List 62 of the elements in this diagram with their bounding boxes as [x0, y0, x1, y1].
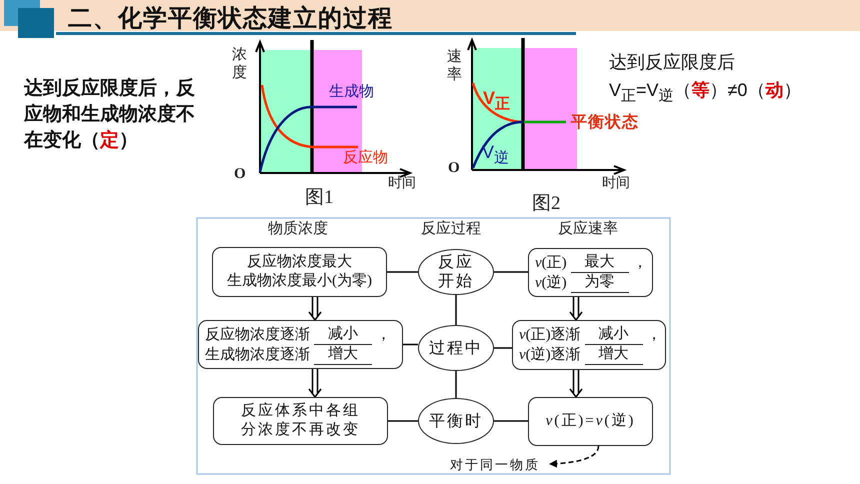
- box-text: ，: [632, 254, 648, 272]
- connector-line: [494, 271, 528, 273]
- axis-label: 时间: [388, 174, 416, 192]
- curve-label: V$_{正}$: [483, 88, 510, 114]
- curve-label: 生成物: [329, 82, 374, 101]
- formula-text: V$_{正}$=V$_{逆}$（等）≠0（动）: [609, 79, 802, 106]
- filled-blank: 减小: [314, 324, 372, 344]
- filled-blank: 为零: [570, 272, 629, 292]
- figure-caption: 图2: [532, 192, 560, 216]
- box-text: 过程中: [429, 338, 483, 358]
- note-text: 达到反应限度后，反应物和生成物浓度不在变化（定）: [24, 76, 196, 153]
- connector-line: [494, 420, 528, 422]
- figure-caption: 图1: [305, 186, 334, 210]
- flow-box: [528, 248, 653, 297]
- flow-box: [198, 320, 403, 369]
- flow-box: [528, 397, 653, 446]
- box-text: 反应开始: [437, 253, 475, 291]
- arrow: [569, 369, 583, 398]
- origin-label: O: [448, 160, 460, 177]
- flow-box: [212, 247, 387, 297]
- box-text: 反应物浓度逐渐: [205, 326, 310, 344]
- slide-title: 二、化学平衡状态建立的过程: [68, 4, 393, 34]
- connector-line: [387, 271, 418, 273]
- curve-label: 平衡状态: [571, 112, 639, 133]
- box-text: v(正)=v(逆): [546, 412, 636, 431]
- box-text: 反应物浓度最大: [247, 253, 352, 272]
- origin-label: O: [234, 166, 246, 183]
- curve-label: 反应物: [343, 148, 388, 167]
- axis-label: 时间: [602, 174, 630, 192]
- box-text: 反应体系中各组分浓度不再改变: [240, 402, 361, 440]
- box-text: v(正): [535, 254, 567, 272]
- arrow: [308, 296, 322, 322]
- box-text: 平衡时: [429, 412, 483, 430]
- note-text: 达到反应限度后: [609, 51, 735, 74]
- filled-blank: 最大: [570, 252, 629, 272]
- box-text: ，: [376, 326, 391, 344]
- box-text: v(正)逐渐: [519, 326, 581, 345]
- axis-label: 浓度: [232, 46, 248, 82]
- connector-line: [455, 295, 457, 325]
- box-text: v(逆): [535, 274, 567, 292]
- column-heading: 物质浓度: [268, 219, 328, 238]
- flow-box: [213, 397, 388, 445]
- box-text: 生成物浓度最小(为零): [227, 272, 372, 291]
- column-heading: 反应速率: [558, 219, 618, 238]
- box-text: 生成物浓度逐渐: [205, 346, 310, 364]
- box-text: ，: [646, 326, 662, 345]
- filled-blank: 增大: [314, 344, 372, 364]
- filled-blank: 增大: [584, 345, 643, 365]
- note-text: 对于同一物质: [440, 454, 550, 474]
- flow-box: [512, 320, 666, 370]
- connector-line: [494, 347, 512, 349]
- connector-line: [403, 344, 418, 346]
- connector-line: [388, 420, 418, 422]
- axis-label: 速率: [447, 48, 463, 84]
- curve-label: V$_{逆}$: [482, 142, 510, 168]
- column-heading: 反应过程: [421, 219, 481, 238]
- filled-blank: 减小: [584, 325, 643, 345]
- arrow: [308, 368, 322, 398]
- box-text: v(逆)逐渐: [519, 346, 581, 365]
- connector-line: [455, 371, 457, 398]
- arrow: [569, 296, 583, 322]
- arrow: [549, 446, 600, 468]
